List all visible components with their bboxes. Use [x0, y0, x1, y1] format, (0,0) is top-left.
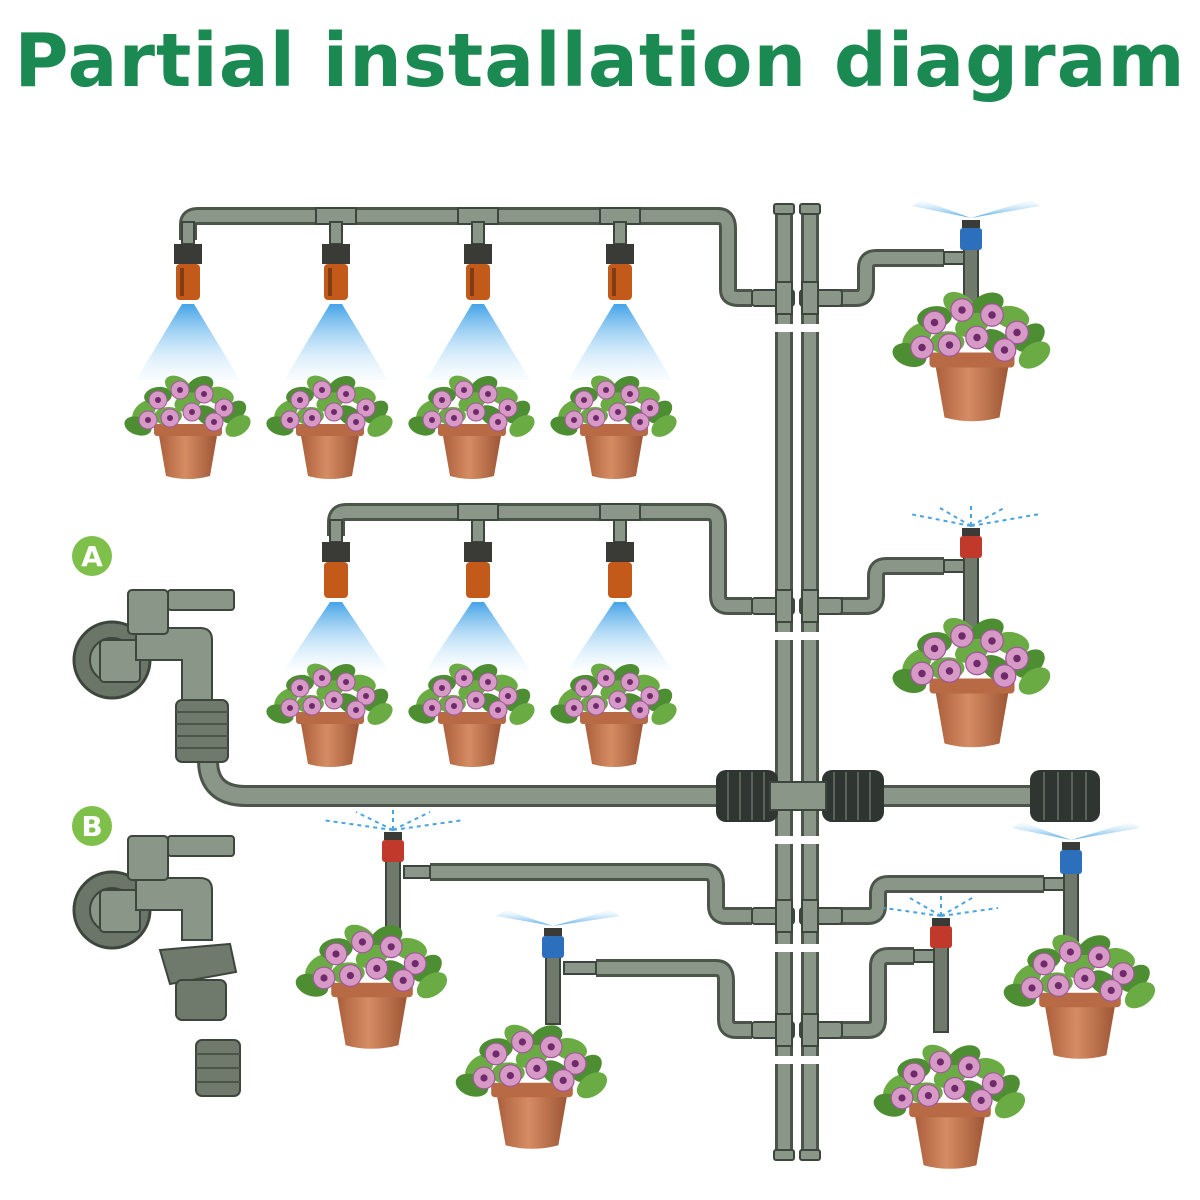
stake-sprinkler-red-2 — [321, 808, 465, 929]
mist-nozzle-4 — [606, 244, 634, 300]
stake-sprinkler-blue-2 — [496, 910, 620, 1025]
tee-top-row — [751, 281, 843, 315]
mist-nozzle-1 — [174, 244, 202, 300]
page-title: Partial installation diagram — [14, 18, 1186, 104]
tee-bottom-row — [751, 1013, 843, 1047]
flower-pot — [550, 663, 677, 767]
riser-end-caps — [773, 203, 821, 1161]
tap-b-label: B — [81, 810, 102, 843]
mist-nozzle-3 — [464, 244, 492, 300]
tee-lower-row — [751, 899, 843, 933]
stake-sprinklers — [321, 200, 1140, 1033]
flower-pots — [124, 292, 1156, 1169]
middle-branch-pipe — [327, 503, 752, 615]
top-row-nozzles — [136, 207, 672, 380]
pipe-network — [179, 207, 1044, 1150]
riser-tee-connectors — [751, 203, 843, 1161]
tap-b-badge: B — [72, 806, 112, 846]
flower-pot — [408, 663, 535, 767]
stake-sprinkler-blue-3 — [1012, 822, 1140, 951]
mist-nozzle-2 — [322, 244, 350, 300]
right-branch-pipes — [840, 249, 1044, 1039]
flower-pot — [550, 375, 677, 479]
flower-pot — [295, 924, 448, 1049]
vertical-risers — [775, 215, 819, 1150]
tap-a-badge: A — [72, 536, 112, 576]
flower-pot — [266, 663, 393, 767]
flower-pot — [455, 1024, 608, 1149]
mist-nozzle-7 — [606, 542, 634, 598]
flower-pot — [124, 375, 251, 479]
stake-sprinkler-red-1 — [909, 506, 1041, 633]
tap-b — [72, 835, 241, 1097]
main-supply-pipe — [197, 759, 1036, 807]
top-branch-pipe — [179, 207, 752, 307]
main-valve-assembly — [716, 770, 1100, 822]
riser-couplers — [774, 324, 820, 1064]
tap-a — [72, 589, 235, 763]
mist-nozzle-5 — [322, 542, 350, 598]
mist-nozzle-6 — [464, 542, 492, 598]
flower-pot — [408, 375, 535, 479]
flower-pot — [1003, 934, 1156, 1059]
middle-row-nozzles — [284, 503, 672, 670]
flower-pot — [266, 375, 393, 479]
flower-pot — [873, 1044, 1026, 1169]
flower-pot — [892, 618, 1051, 748]
tap-a-label: A — [81, 540, 103, 573]
stake-sprinkler-red-3 — [883, 896, 999, 1033]
flower-pot — [892, 292, 1051, 422]
lower-left-pipes — [430, 863, 752, 1039]
end-plug — [1030, 770, 1100, 822]
tee-middle-row — [751, 589, 843, 623]
